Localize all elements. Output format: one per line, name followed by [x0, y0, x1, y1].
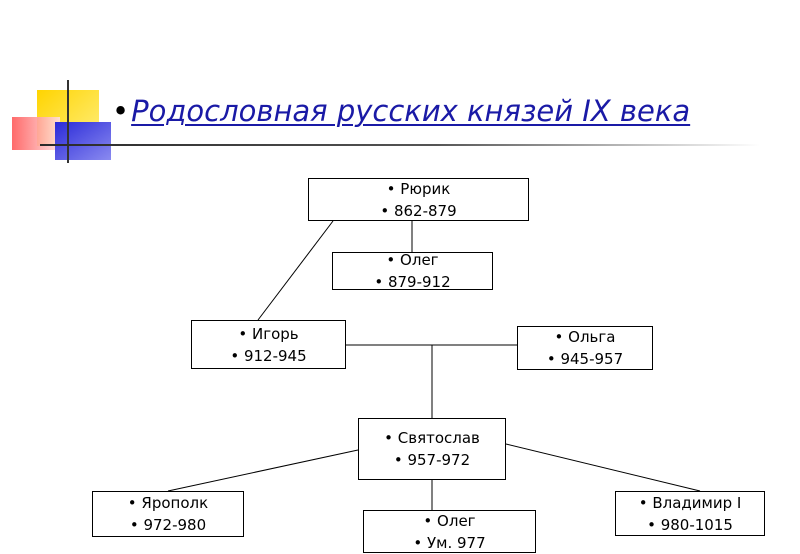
corner-decoration	[12, 80, 111, 163]
person-dates: 980-1015	[647, 514, 733, 536]
person-name: Игорь	[238, 323, 299, 345]
person-name: Святослав	[384, 427, 480, 449]
person-ryurik: Рюрик 862-879	[308, 178, 529, 221]
link-svyatoslav-vladimir	[505, 443, 701, 492]
person-name: Ольга	[555, 326, 615, 348]
slide-title: •Родословная русских князей IX века	[112, 90, 690, 132]
deco-blue-square	[55, 122, 111, 160]
person-name: Олег	[423, 510, 476, 532]
person-dates: 972-980	[130, 514, 206, 536]
person-dates: 912-945	[230, 345, 307, 367]
person-igor: Игорь 912-945	[191, 320, 346, 369]
person-olga: Ольга 945-957	[517, 326, 653, 370]
person-name: Олег	[386, 249, 439, 271]
person-oleg-son: Олег Ум. 977	[363, 510, 536, 553]
slide-title-text: Родословная русских князей IX века	[131, 94, 691, 128]
person-dates: 862-879	[380, 200, 457, 222]
person-yaropolk: Ярополк 972-980	[92, 491, 244, 537]
link-svyatoslav-yaropolk	[167, 449, 359, 492]
person-dates: 879-912	[374, 271, 451, 293]
link-ryurik-igor	[257, 220, 334, 321]
person-oleg: Олег 879-912	[332, 249, 493, 293]
person-dates: 957-972	[394, 449, 470, 471]
title-bullet: •	[112, 94, 130, 128]
person-dates: Ум. 977	[413, 532, 486, 554]
person-name: Рюрик	[387, 178, 450, 200]
person-vladimir: Владимир I 980-1015	[615, 491, 765, 536]
person-svyatoslav: Святослав 957-972	[358, 418, 506, 480]
person-name: Ярополк	[128, 492, 208, 514]
person-name: Владимир I	[639, 492, 741, 514]
title-rule	[40, 144, 760, 146]
person-dates: 945-957	[547, 348, 623, 370]
